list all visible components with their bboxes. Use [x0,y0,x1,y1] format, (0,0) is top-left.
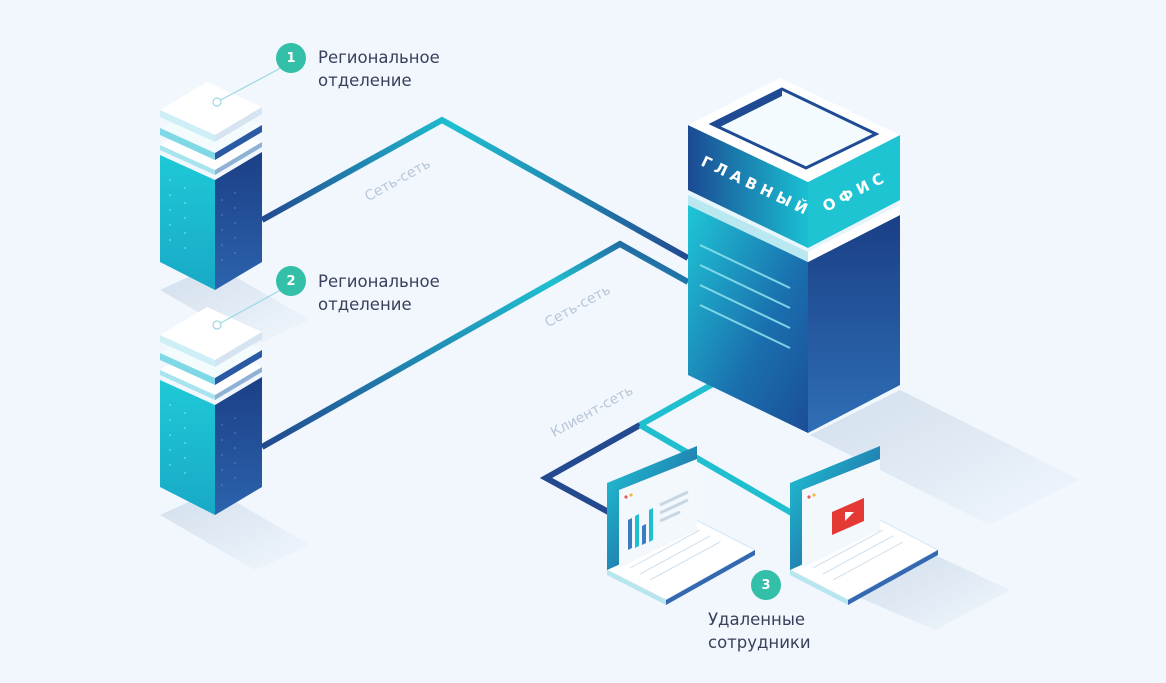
node-3-label-line2: сотрудники [708,633,811,652]
node-1-badge: 1 [276,43,306,73]
node-3-label-line1: Удаленные [708,610,806,629]
laptop-left [605,446,757,605]
shadow-main-office [810,390,1080,525]
link-line-3-right [638,422,797,518]
leader-dot-2 [212,320,222,330]
laptop-right [788,446,940,605]
node-2-badge: 2 [276,266,306,296]
node-2-label-line1: Региональное [318,272,440,291]
shadow-server-2 [160,490,310,570]
leader-dot-1 [212,97,222,107]
regional-server-1 [160,82,262,290]
leader-line-1 [216,65,284,103]
node-2-label-line2: отделение [318,295,412,314]
link-line-3-left [539,422,642,518]
node-1-label-line1: Региональное [318,48,440,67]
node-3-label: Удаленные сотрудники [708,608,811,654]
bar-chart-icon [624,490,689,550]
shadow-laptop-right [860,555,1010,630]
video-play-icon [807,493,864,535]
node-1-label-line2: отделение [318,71,412,90]
link-line-1 [260,116,690,261]
shadow-server-1 [160,265,310,345]
node-1-label: Региональное отделение [318,46,440,92]
link-line-2 [260,240,690,450]
node-3-badge: 3 [751,570,781,600]
regional-server-2 [160,307,262,515]
main-office-tower [688,78,900,433]
node-2-label: Региональное отделение [318,270,440,316]
